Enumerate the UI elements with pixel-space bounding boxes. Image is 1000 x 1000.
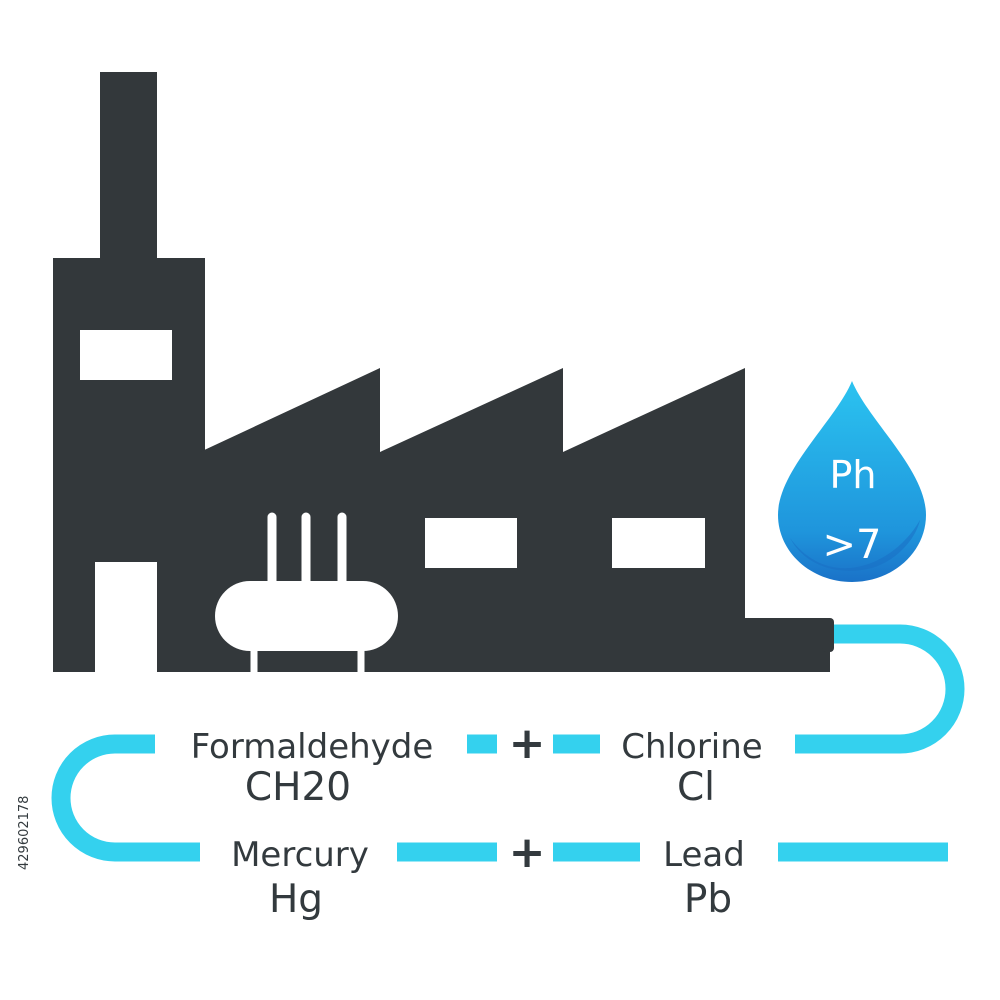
factory-window xyxy=(612,518,705,568)
storage-tank-icon xyxy=(215,512,398,672)
factory-window xyxy=(80,330,172,380)
plus-operator-top: + xyxy=(509,718,546,769)
factory-window xyxy=(425,518,517,568)
water-drop-icon: Ph >7 xyxy=(778,381,926,582)
chemical-name-lead: Lead xyxy=(663,835,745,875)
chemical-formula-lead: Pb xyxy=(684,877,732,922)
chemical-name-formaldehyde: Formaldehyde xyxy=(191,727,434,767)
chimney xyxy=(100,72,157,272)
chemical-formula-mercury: Hg xyxy=(269,877,323,922)
chemical-labels: Formaldehyde CH20 Chlorine Cl Mercury Hg… xyxy=(191,718,763,922)
drop-label-value: >7 xyxy=(823,522,882,568)
outlet-pipe-flange xyxy=(822,618,834,652)
plus-operator-bottom: + xyxy=(509,827,546,878)
factory-icon xyxy=(53,72,834,674)
drop-label-ph: Ph xyxy=(830,453,877,497)
factory-door xyxy=(95,562,157,674)
chemical-formula-chlorine: Cl xyxy=(677,765,715,810)
image-id-label: 429602178 xyxy=(17,796,32,870)
chemical-formula-formaldehyde: CH20 xyxy=(245,765,351,810)
chemical-name-mercury: Mercury xyxy=(231,835,369,875)
chemical-name-chlorine: Chlorine xyxy=(621,727,762,767)
pipe-line xyxy=(51,624,965,862)
